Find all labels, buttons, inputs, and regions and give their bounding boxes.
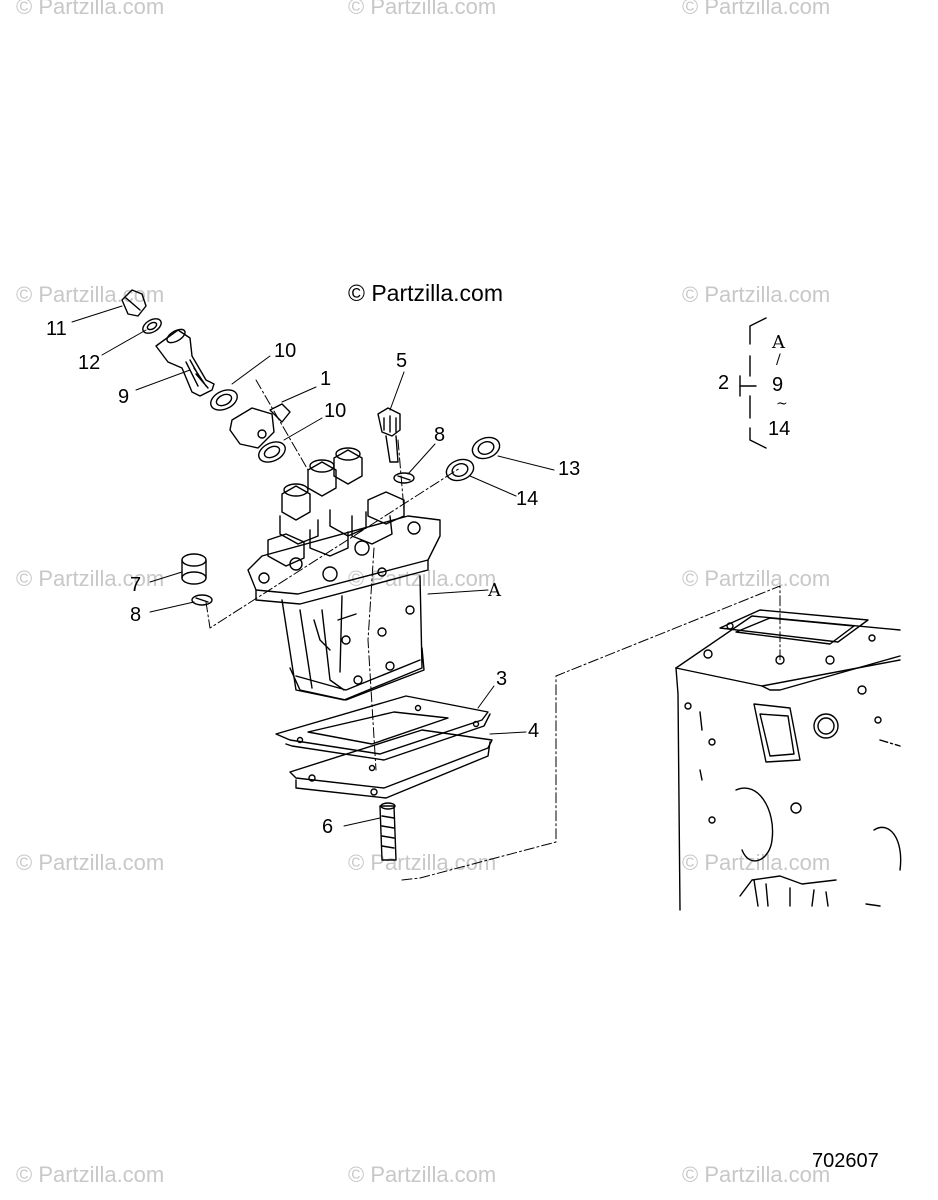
- callout-label: 9: [118, 386, 130, 408]
- callout-label: 1: [320, 368, 332, 390]
- callout-label: 3: [496, 668, 508, 690]
- part-lock-washer-upper: [394, 473, 414, 483]
- part-nut: [182, 554, 206, 584]
- watermark: © Partzilla.com: [682, 1162, 831, 1187]
- part-fitting: [230, 404, 290, 448]
- part-spacer-plate: [290, 730, 492, 798]
- part-bolt: [378, 408, 400, 462]
- callout-label: 10: [324, 400, 347, 422]
- leader-lines: [72, 306, 780, 880]
- legend-item: /: [776, 352, 781, 368]
- watermark: © Partzilla.com: [16, 1162, 165, 1187]
- legend-item: ~: [776, 396, 788, 412]
- legend-item: 9: [772, 374, 784, 396]
- watermark: © Partzilla.com: [348, 1162, 497, 1187]
- callout-label: 10: [274, 340, 297, 362]
- watermark: © Partzilla.com: [348, 850, 497, 875]
- part-gasket: [276, 696, 490, 771]
- watermark: © Partzilla.com: [682, 850, 831, 875]
- part-seal: [443, 456, 476, 484]
- legend-item: A: [772, 332, 785, 353]
- watermark: © Partzilla.com: [16, 282, 165, 307]
- watermark: © Partzilla.com: [16, 566, 165, 591]
- legend-parent-number: 2: [718, 372, 730, 394]
- figure-number: 702607: [812, 1150, 879, 1172]
- part-engine-block: [676, 610, 901, 910]
- watermark: © Partzilla.com: [348, 0, 497, 19]
- callout-label: 8: [434, 424, 446, 446]
- watermark: © Partzilla.com: [16, 850, 165, 875]
- callout-label: 13: [558, 458, 581, 480]
- part-injection-pump: [248, 448, 440, 700]
- callout-label: 12: [78, 352, 101, 374]
- copyright-notice: © Partzilla.com: [348, 280, 503, 306]
- callout-label: 7: [130, 574, 142, 596]
- reference-letter: A: [488, 580, 501, 601]
- part-plug: [469, 434, 502, 462]
- legend-item: 14: [768, 418, 791, 440]
- part-stud: [380, 803, 396, 860]
- watermark: © Partzilla.com: [682, 566, 831, 591]
- callout-label: 14: [516, 488, 539, 510]
- part-washer-lower: [256, 438, 289, 466]
- callout-label: 6: [322, 816, 334, 838]
- part-lock-washer-lower: [192, 595, 212, 605]
- legend-bracket: [740, 318, 766, 448]
- part-banjo-bolt-cap: [122, 290, 146, 316]
- callout-label: 8: [130, 604, 142, 626]
- watermark: © Partzilla.com: [682, 0, 831, 19]
- part-washer-small: [140, 316, 163, 336]
- part-washer-upper: [208, 386, 241, 414]
- watermark: © Partzilla.com: [16, 0, 165, 19]
- callout-label: 4: [528, 720, 540, 742]
- watermark: © Partzilla.com: [682, 282, 831, 307]
- callout-label: 11: [46, 318, 67, 340]
- callout-label: 5: [396, 350, 408, 372]
- part-banjo-bolt: [156, 327, 214, 396]
